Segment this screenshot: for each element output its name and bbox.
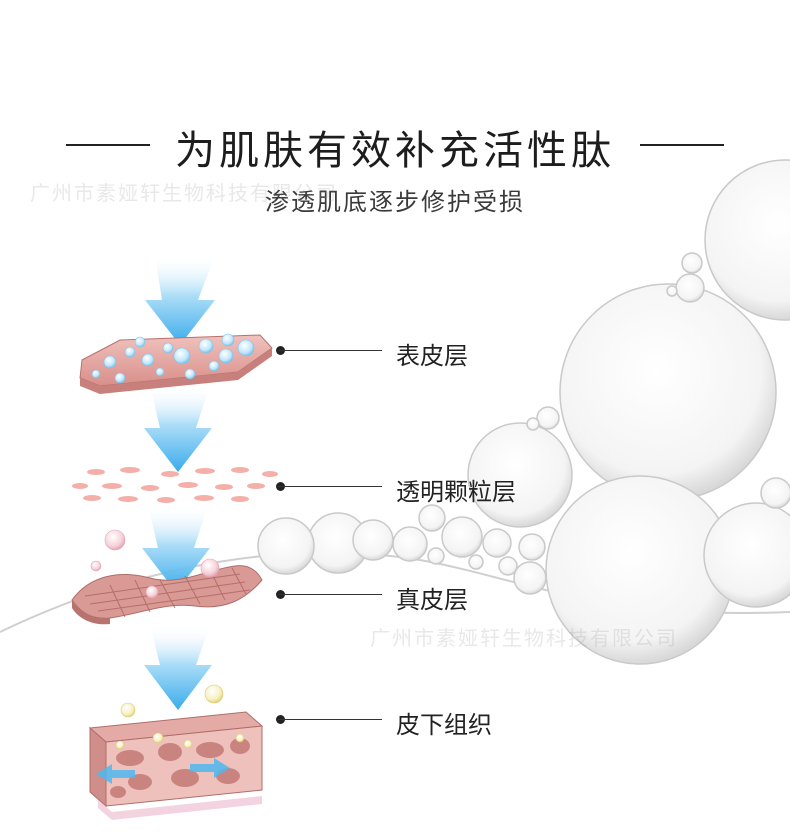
label-dermis: 真皮层 <box>396 580 468 615</box>
leader-line <box>278 719 382 720</box>
leader-line <box>278 486 382 487</box>
arrow-1 <box>145 255 215 345</box>
epidermis-illustration <box>80 334 272 394</box>
watermark-text: 广州市素娅轩生物科技有限公司 <box>30 177 338 206</box>
label-subcutaneous: 皮下组织 <box>396 705 492 740</box>
arrow-2 <box>144 385 212 472</box>
label-granular-layer: 透明颗粒层 <box>396 472 516 507</box>
page-title: 为肌肤有效补充活性肽 <box>0 118 790 176</box>
leader-line <box>278 350 382 351</box>
label-epidermis: 表皮层 <box>396 336 468 371</box>
arrow-4 <box>144 625 212 710</box>
granular-layer-illustration <box>72 467 278 503</box>
watermark-text: 广州市素娅轩生物科技有限公司 <box>370 622 678 651</box>
bubble-cluster <box>258 160 790 664</box>
leader-line <box>278 594 382 595</box>
